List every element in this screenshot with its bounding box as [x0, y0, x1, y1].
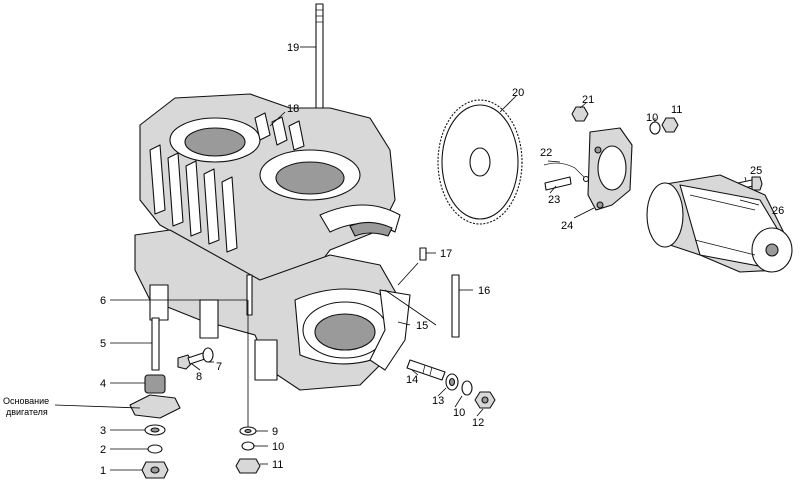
callout-24: 24 — [561, 220, 573, 232]
part-9-washer — [239, 426, 257, 436]
callout-15: 15 — [416, 320, 428, 332]
part-23-pin — [544, 176, 572, 191]
callout-12: 12 — [472, 417, 484, 429]
callout-17: 17 — [440, 248, 452, 260]
callout-10-bottom: 10 — [272, 441, 284, 453]
part-2-lock-washer — [147, 444, 163, 454]
part-14-stud — [406, 359, 446, 381]
part-11-nut-top — [661, 117, 679, 133]
engine-base-caption-line1: Основание — [3, 396, 49, 406]
part-1-nut — [141, 461, 169, 479]
callout-20: 20 — [512, 87, 524, 99]
callout-19: 19 — [287, 42, 299, 54]
callout-5: 5 — [100, 338, 106, 350]
callout-7: 7 — [216, 361, 222, 373]
callout-14: 14 — [406, 374, 418, 386]
callout-6: 6 — [100, 295, 106, 307]
part-15-end-plate — [369, 289, 411, 371]
part-22-wire — [543, 162, 590, 183]
callout-4: 4 — [100, 378, 106, 390]
callout-2: 2 — [100, 444, 106, 456]
part-11-nut-bottom — [235, 458, 261, 474]
part-10-lock-washer-right — [461, 380, 473, 396]
callout-25: 25 — [750, 165, 762, 177]
part-26-starter-motor — [646, 174, 793, 273]
part-7-washer — [202, 347, 214, 363]
part-21-nut — [571, 106, 589, 122]
part-20-ring-gear — [437, 99, 523, 225]
part-10-lock-washer-bottom — [241, 441, 255, 451]
part-4-rubber-mount — [144, 374, 166, 394]
callout-10-right: 10 — [453, 407, 465, 419]
part-5-stud — [151, 317, 160, 371]
callout-11-bottom: 11 — [272, 459, 283, 471]
callout-1: 1 — [100, 465, 106, 477]
callout-26: 26 — [772, 205, 784, 217]
part-13-washer — [445, 373, 459, 391]
part-3-washer — [144, 424, 166, 436]
callout-21: 21 — [582, 94, 594, 106]
engine-base-caption-line2: двигателя — [6, 407, 48, 417]
callout-8: 8 — [196, 371, 202, 383]
engine-base-plate — [129, 394, 181, 419]
callout-18: 18 — [287, 103, 299, 115]
part-16-stud — [451, 274, 460, 338]
part-24-bracket — [587, 127, 633, 211]
callout-23: 23 — [548, 194, 560, 206]
callout-11-top: 11 — [671, 104, 682, 116]
callout-22: 22 — [540, 147, 552, 159]
callout-3: 3 — [100, 425, 106, 437]
callout-10-top: 10 — [646, 112, 658, 124]
callout-16: 16 — [478, 285, 490, 297]
callout-13: 13 — [432, 395, 444, 407]
callout-9: 9 — [272, 426, 278, 438]
part-17-pin — [419, 247, 427, 261]
part-8-bolt — [177, 352, 206, 370]
part-12-nut — [474, 391, 496, 409]
leader-lines — [54, 46, 760, 471]
